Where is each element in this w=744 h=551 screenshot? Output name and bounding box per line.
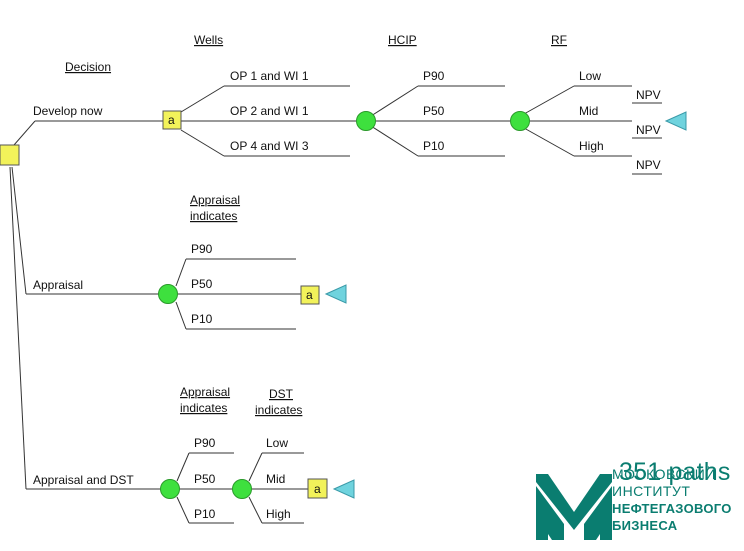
header-wells: Wells (194, 33, 223, 47)
institute-logo-text: МОСКОВСКИЙ ИНСТИТУТ НЕФТЕГАЗОВОГО БИЗНЕС… (612, 466, 732, 534)
hcip-label-p50: P50 (423, 104, 445, 118)
header-appraisal-dst-line1: Appraisal (180, 385, 230, 399)
decision-node-a-1-letter: a (168, 113, 175, 127)
logo-line-4: БИЗНЕСА (612, 518, 678, 533)
header-appraisal-indicates-line2: indicates (190, 209, 237, 223)
rf-label-mid: Mid (579, 104, 598, 118)
header-dst-line1: DST (269, 387, 294, 401)
npv-label-1: NPV (636, 88, 661, 102)
root-decision-node (0, 144, 20, 166)
logo-line-1: МОСКОВСКИЙ (612, 466, 716, 482)
wells-label-2: OP 2 and WI 1 (230, 104, 309, 118)
npv-label-2: NPV (636, 123, 661, 137)
wells-label-3: OP 4 and WI 3 (230, 139, 309, 153)
npv-label-3: NPV (636, 158, 661, 172)
terminal-triangle-appraisal (324, 284, 347, 304)
header-rf: RF (551, 33, 567, 47)
decision-node-a-2-letter: a (306, 288, 313, 302)
header-appraisal-indicates-line1: Appraisal (190, 193, 240, 207)
dst-label-low: Low (266, 436, 288, 450)
dst-appraisal-label-p50: P50 (194, 472, 216, 486)
decision-node-a-1: a (162, 110, 182, 130)
header-dst-line2: indicates (255, 403, 302, 417)
header-decision: Decision (65, 60, 111, 74)
logo-line-2: ИНСТИТУТ (612, 483, 691, 499)
dst-label-high: High (266, 507, 291, 521)
watermark-351-paths: 351 paths (619, 458, 731, 486)
chance-node-appraisal (158, 284, 178, 304)
dst-appraisal-label-p10: P10 (194, 507, 216, 521)
wells-label-1: OP 1 and WI 1 (230, 69, 309, 83)
institute-logo-icon (536, 474, 612, 540)
decision-label-develop-now: Develop now (33, 104, 103, 118)
terminal-triangle-npv (664, 111, 687, 131)
hcip-label-p90: P90 (423, 69, 445, 83)
chance-node-dst (232, 479, 252, 499)
tree-lines (9, 85, 662, 524)
chance-node-appraisal-dst (160, 479, 180, 499)
rf-label-high: High (579, 139, 604, 153)
decision-node-a-2: a (300, 285, 320, 305)
chance-node-hcip (356, 111, 376, 131)
dst-appraisal-label-p90: P90 (194, 436, 216, 450)
decision-node-a-3-letter: a (314, 482, 321, 496)
rf-label-low: Low (579, 69, 601, 83)
hcip-label-p10: P10 (423, 139, 445, 153)
header-appraisal-dst-line2: indicates (180, 401, 227, 415)
appraisal-label-p10: P10 (191, 312, 213, 326)
chance-node-rf (510, 111, 530, 131)
appraisal-label-p90: P90 (191, 242, 213, 256)
header-hcip: HCIP (388, 33, 417, 47)
decision-node-a-3: a (307, 478, 328, 499)
appraisal-label-p50: P50 (191, 277, 213, 291)
decision-label-appraisal-and-dst: Appraisal and DST (33, 473, 134, 487)
terminal-triangle-dst (332, 479, 355, 499)
decision-label-appraisal: Appraisal (33, 278, 83, 292)
dst-label-mid: Mid (266, 472, 285, 486)
logo-line-3: НЕФТЕГАЗОВОГО (612, 501, 732, 516)
